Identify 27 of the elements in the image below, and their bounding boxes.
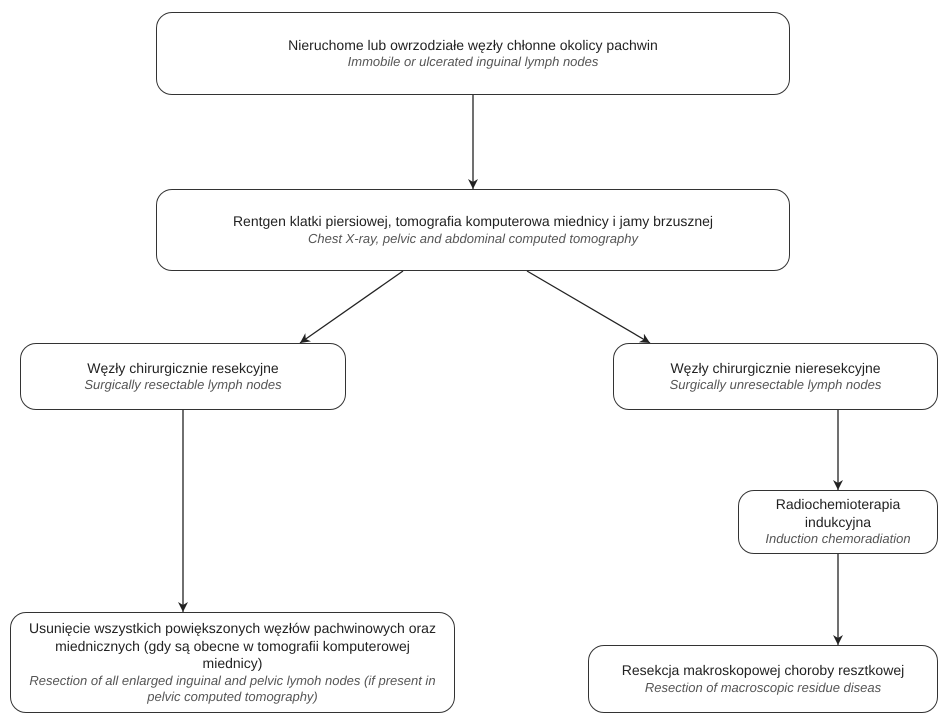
arrow	[178, 410, 188, 612]
node-title: Usunięcie wszystkich powiększonych węzłów pachwinowych oraz miednicznych (gdy są obecne w tomografii komputerowej miednicy)	[28, 620, 437, 672]
node-title: Radiochemioterapia indukcyjna	[774, 496, 902, 532]
arrow	[468, 95, 478, 189]
process-box	[738, 490, 938, 554]
process-box	[156, 12, 790, 95]
node-translation: Induction chemoradiation	[765, 531, 911, 548]
node-title: Nieruchome lub owrzodziałe węzły chłonne okolicy pachwin	[288, 36, 658, 54]
process-box	[20, 343, 346, 410]
node-translation: Surgically unresectable lymph nodes	[670, 377, 882, 394]
arrow	[833, 410, 843, 490]
process-box	[156, 189, 790, 271]
node-title: Resekcja makroskopowej choroby resztkowej	[622, 662, 904, 680]
process-box	[613, 343, 938, 410]
node-title: Węzły chirurgicznie resekcyjne	[87, 360, 279, 378]
node-translation: Resection of macroscopic residue diseas	[644, 680, 882, 696]
node-translation: Resection of all enlarged inguinal and pelvic lymoh nodes (if present in pelvic computed tomography)	[28, 672, 437, 705]
node-title: Węzły chirurgicznie nieresekcyjne	[670, 360, 881, 378]
node-translation: Surgically resectable lymph nodes	[84, 377, 282, 394]
process-box	[588, 645, 938, 713]
arrow	[300, 270, 404, 344]
node-translation: Chest X-ray, pelvic and abdominal computed tomography	[308, 230, 638, 247]
arrow	[526, 270, 650, 344]
process-box	[10, 612, 455, 713]
node-translation: Immobile or ulcerated inguinal lymph nodes	[348, 54, 598, 70]
arrow	[833, 554, 843, 645]
node-title: Rentgen klatki piersiowej, tomografia komputerowa miednicy i jamy brzusznej	[232, 213, 714, 231]
